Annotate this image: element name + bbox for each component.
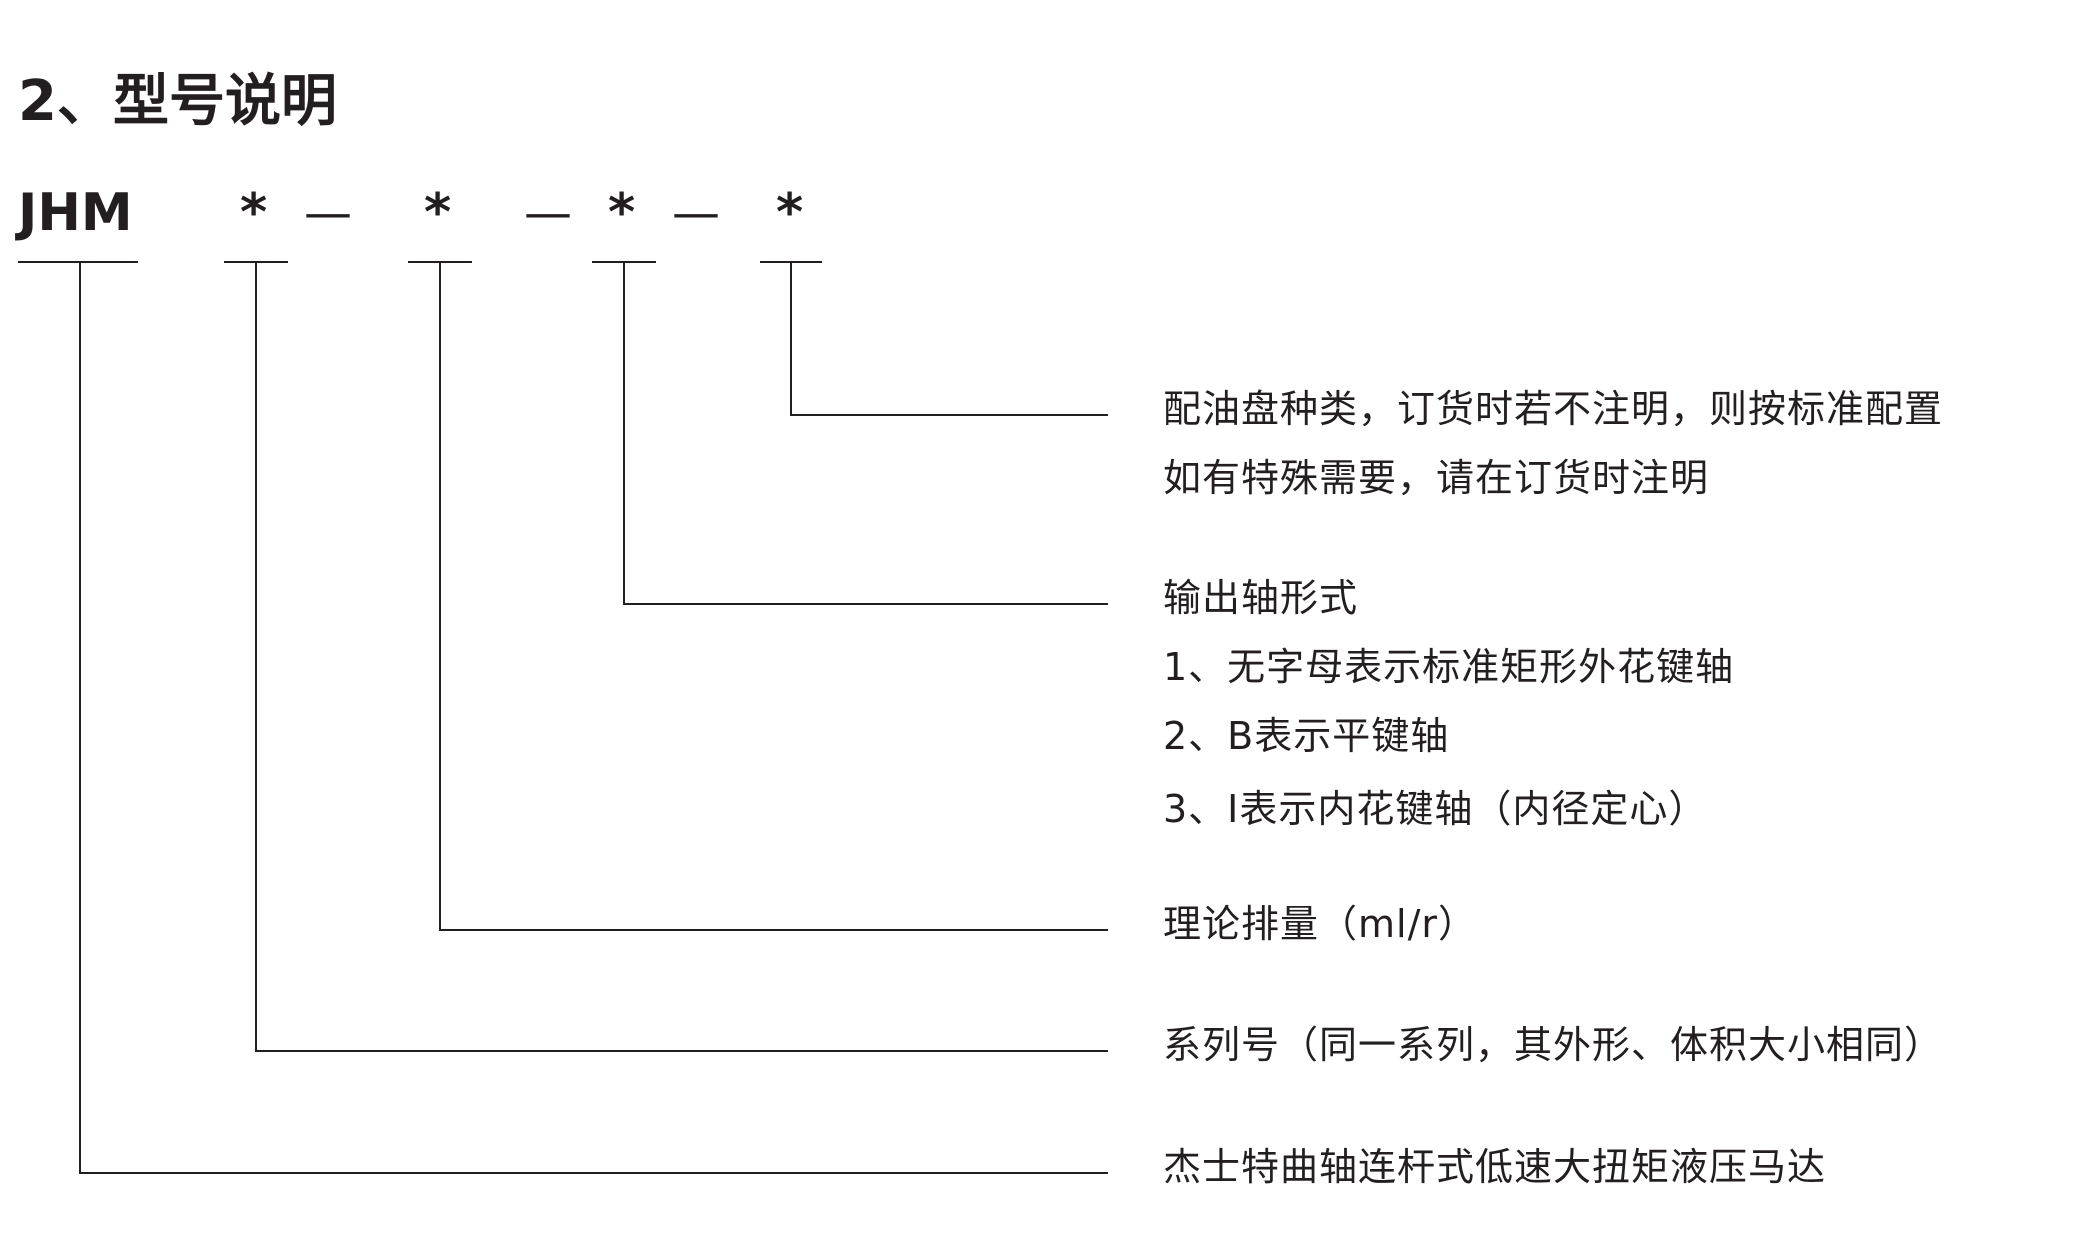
section-heading: 2、型号说明 xyxy=(18,69,337,134)
code-field-output-shaft: * xyxy=(608,183,636,243)
leader-series xyxy=(255,262,1108,1052)
code-separator-3: — xyxy=(672,185,720,241)
desc-product: 杰士特曲轴连杆式低速大扭矩液压马达 xyxy=(1163,1145,1827,1189)
desc-output-shaft-title: 输出轴形式 xyxy=(1163,576,1359,620)
desc-output-shaft-option-3: 3、I表示内花键轴（内径定心） xyxy=(1163,787,1708,831)
leader-displacement xyxy=(439,262,1108,931)
code-separator-2: — xyxy=(524,185,572,241)
desc-oil-plate-line1: 配油盘种类，订货时若不注明，则按标准配置 xyxy=(1163,387,1944,431)
desc-output-shaft-option-2: 2、B表示平键轴 xyxy=(1163,714,1450,758)
desc-oil-plate-line2: 如有特殊需要，请在订货时注明 xyxy=(1163,456,1710,500)
leader-product xyxy=(79,262,1108,1174)
desc-displacement: 理论排量（ml/r） xyxy=(1163,902,1478,946)
code-field-series: * xyxy=(240,183,268,243)
leader-oil-plate xyxy=(790,262,1108,416)
code-field-oil-plate: * xyxy=(776,183,804,243)
code-field-displacement: * xyxy=(424,183,452,243)
leader-output-shaft xyxy=(623,262,1108,605)
model-prefix: JHM xyxy=(18,183,133,243)
code-separator-1: — xyxy=(304,185,352,241)
desc-output-shaft-option-1: 1、无字母表示标准矩形外花键轴 xyxy=(1163,645,1735,689)
desc-series: 系列号（同一系列，其外形、体积大小相同） xyxy=(1163,1023,1944,1067)
